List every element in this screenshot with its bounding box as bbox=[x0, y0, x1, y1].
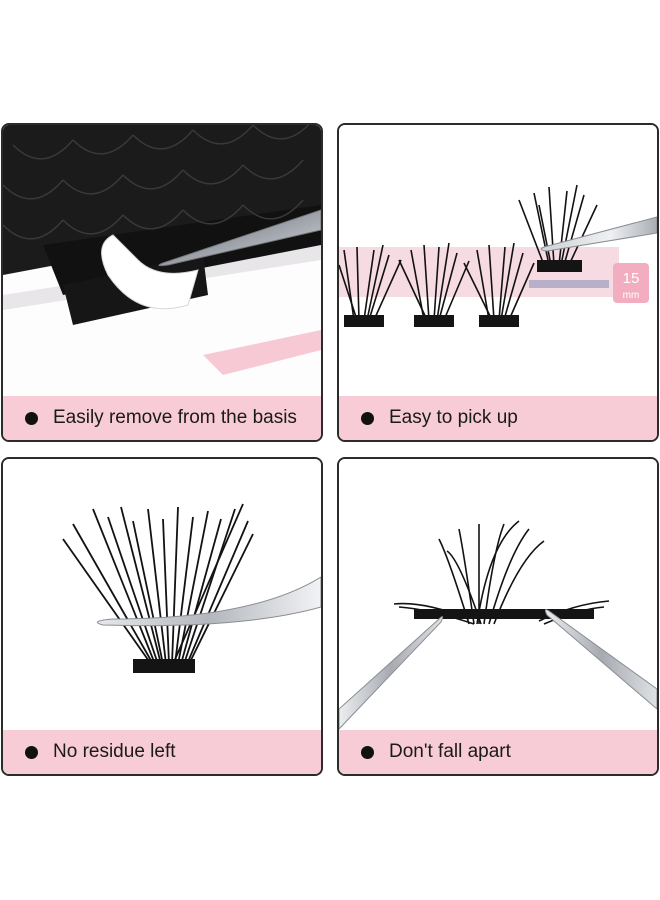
lash-tray-illustration bbox=[3, 125, 321, 397]
caption-text: No residue left bbox=[53, 741, 176, 762]
bullet-icon bbox=[25, 745, 38, 759]
lash-cluster bbox=[62, 503, 254, 665]
tweezer-icon bbox=[540, 216, 657, 252]
tweezer-icon bbox=[96, 576, 321, 627]
stretched-cluster-illustration bbox=[339, 459, 657, 731]
length-label: 15 mm bbox=[613, 263, 649, 303]
bullet-icon bbox=[361, 745, 374, 759]
panel-dont-fall-apart: Don't fall apart bbox=[337, 457, 659, 776]
caption-text: Don't fall apart bbox=[389, 741, 511, 762]
panel-easy-pick-up: 15 mm Easy to pick up bbox=[337, 123, 659, 442]
panel-easily-remove: Easily remove from the basis bbox=[1, 123, 323, 442]
panel-no-residue: No residue left bbox=[1, 457, 323, 776]
length-unit: mm bbox=[623, 290, 640, 301]
caption-bar: No residue left bbox=[3, 730, 321, 774]
bullet-icon bbox=[361, 411, 374, 425]
lash-clusters-illustration: 15 mm bbox=[339, 125, 657, 397]
adhesive-strip bbox=[101, 234, 199, 310]
lash-cluster-row bbox=[339, 184, 598, 321]
single-cluster-illustration bbox=[3, 459, 321, 731]
left-tweezer-icon bbox=[339, 616, 444, 730]
tweezer-icon bbox=[158, 209, 321, 267]
caption-bar: Easily remove from the basis bbox=[3, 396, 321, 440]
bullet-icon bbox=[25, 411, 38, 425]
caption-bar: Don't fall apart bbox=[339, 730, 657, 774]
right-tweezer-icon bbox=[544, 609, 657, 710]
caption-text: Easy to pick up bbox=[389, 407, 518, 428]
length-number: 15 bbox=[623, 270, 640, 287]
caption-bar: Easy to pick up bbox=[339, 396, 657, 440]
caption-text: Easily remove from the basis bbox=[53, 407, 297, 428]
